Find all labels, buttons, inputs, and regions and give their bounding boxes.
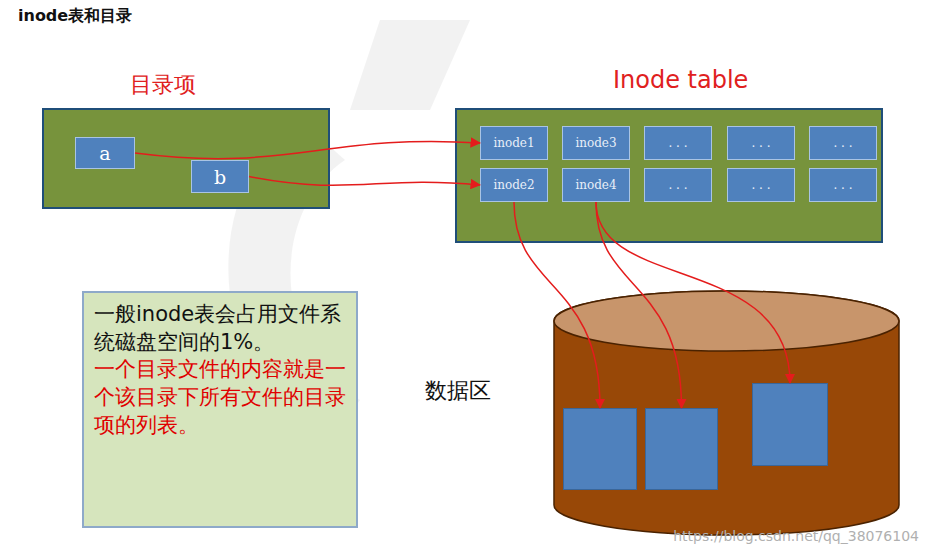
box-label: inode1	[493, 136, 534, 150]
watermark-shape	[350, 20, 470, 110]
pointer-arrow	[249, 177, 480, 186]
pointer-arrow	[514, 202, 600, 408]
note-text: 一个目录文件的内容就是一个该目录下所有文件的目录项的列表。	[94, 356, 346, 439]
entry-box: a	[75, 137, 135, 169]
box-label: inode3	[575, 136, 616, 150]
box-label: inode4	[575, 178, 616, 192]
cylinder-top	[554, 291, 899, 351]
inode-cell: . . .	[809, 168, 877, 202]
box-label: . . .	[833, 136, 852, 150]
inode-cell: . . .	[727, 168, 795, 202]
inode-cell: inode1	[480, 126, 548, 160]
pointer-arrow	[135, 141, 480, 158]
inode-cell: inode3	[562, 126, 630, 160]
inode-cell: inode2	[480, 168, 548, 202]
box-label: . . .	[668, 136, 687, 150]
data-block	[645, 408, 718, 490]
watermark-text: https://blog.csdn.net/qq_38076104	[673, 528, 919, 544]
box-label: . . .	[751, 178, 770, 192]
note-box: 一般inode表会占用文件系统磁盘空间的1%。一个目录文件的内容就是一个该目录下…	[82, 291, 358, 528]
directory-entry-box: 目录项ab	[42, 108, 330, 209]
group-heading: 数据区	[425, 376, 491, 406]
data-cylinder: 数据区	[553, 290, 900, 536]
box-label: . . .	[668, 178, 687, 192]
inode-cell: . . .	[809, 126, 877, 160]
data-block	[563, 408, 637, 490]
box-label: . . .	[751, 136, 770, 150]
inode-table-box: Inode tableinode1inode3. . .. . .. . .in…	[455, 108, 883, 243]
inode-cell: . . .	[644, 126, 712, 160]
box-label: b	[214, 166, 226, 188]
data-block	[752, 383, 828, 466]
box-label: inode2	[493, 178, 534, 192]
inode-cell: . . .	[727, 126, 795, 160]
group-heading: Inode table	[613, 66, 748, 94]
box-label: a	[99, 142, 110, 164]
pointer-arrow	[596, 202, 682, 408]
page-title: inode表和目录	[18, 6, 132, 27]
inode-cell: . . .	[644, 168, 712, 202]
pointer-arrow	[596, 202, 790, 383]
group-heading: 目录项	[130, 70, 196, 100]
note-text: 一般inode表会占用文件系统磁盘空间的1%。	[94, 301, 346, 356]
entry-box: b	[191, 160, 249, 193]
inode-cell: inode4	[562, 168, 630, 202]
box-label: . . .	[833, 178, 852, 192]
cylinder-body	[554, 291, 899, 535]
